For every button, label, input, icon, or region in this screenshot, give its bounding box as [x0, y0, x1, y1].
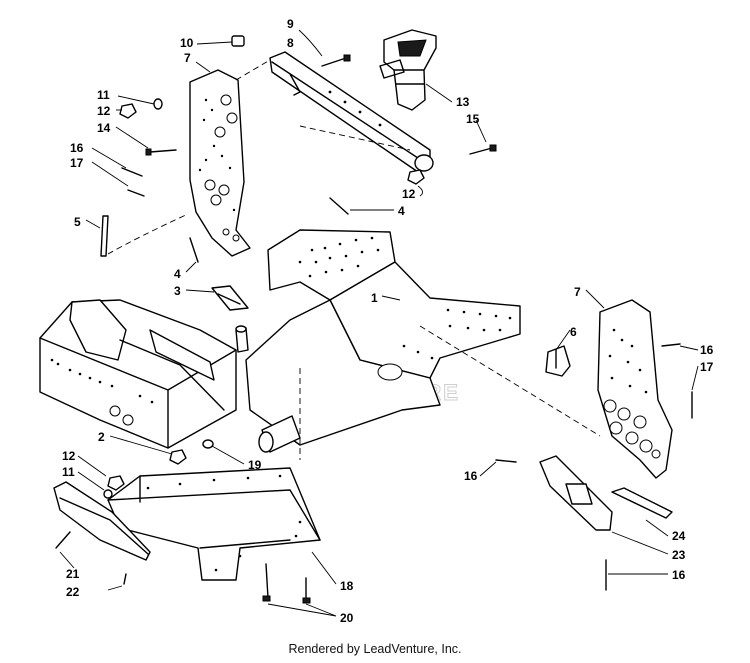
callout-22: 22 [66, 585, 80, 599]
render-credit: Rendered by LeadVenture, Inc. [288, 642, 462, 656]
callout-3: 3 [174, 284, 181, 298]
callout-15: 15 [466, 112, 480, 126]
main-frame-tunnel [245, 229, 521, 453]
strap-24 [611, 487, 673, 519]
callout-12-lower: 12 [62, 449, 76, 463]
skid-plate-front [53, 481, 151, 561]
callout-12-upper: 12 [97, 104, 111, 118]
callout-16-lower-left: 16 [464, 469, 478, 483]
front-bumper-frame [39, 299, 249, 449]
bulkhead-plate-right [597, 299, 673, 479]
bracket-23 [539, 455, 613, 531]
bracket-6 [545, 345, 571, 377]
callout-24: 24 [672, 529, 686, 543]
callout-23: 23 [672, 548, 686, 562]
callout-11-lower: 11 [62, 465, 75, 479]
callout-10: 10 [180, 36, 194, 50]
assembly-lines [107, 59, 601, 460]
callout-9: 9 [287, 17, 294, 31]
steering-support-bar [269, 51, 434, 173]
callout-16-upper: 16 [70, 141, 84, 155]
callout-13: 13 [456, 95, 470, 109]
callout-5: 5 [74, 215, 81, 229]
callout-16-right: 16 [700, 343, 714, 357]
callout-12-mid: 12 [402, 187, 416, 201]
bracket-3 [211, 285, 249, 311]
callout-7-upper: 7 [184, 51, 191, 65]
callout-6: 6 [570, 325, 577, 339]
callout-7-right: 7 [574, 285, 581, 299]
callout-16-bottom: 16 [672, 568, 686, 582]
callout-14: 14 [97, 121, 111, 135]
callout-11-upper: 11 [97, 88, 110, 102]
callout-20: 20 [340, 611, 354, 625]
callout-17-right: 17 [700, 360, 714, 374]
callout-4-lower: 4 [174, 267, 181, 281]
callout-21: 21 [66, 567, 80, 581]
belly-pan [107, 467, 321, 581]
leader-lines [59, 29, 699, 617]
bulkhead-plate-left [189, 69, 251, 257]
callout-1: 1 [371, 291, 378, 305]
callout-18: 18 [340, 579, 354, 593]
callout-8: 8 [287, 36, 294, 50]
steering-bracket-13 [379, 29, 437, 111]
callout-2: 2 [98, 430, 105, 444]
fasteners [55, 35, 693, 604]
callout-4-upper: 4 [398, 204, 405, 218]
callout-17-upper: 17 [70, 156, 84, 170]
callout-19: 19 [248, 458, 262, 472]
callout-labels: 9 8 10 7 11 12 14 16 17 5 13 15 12 4 4 3… [62, 17, 714, 625]
